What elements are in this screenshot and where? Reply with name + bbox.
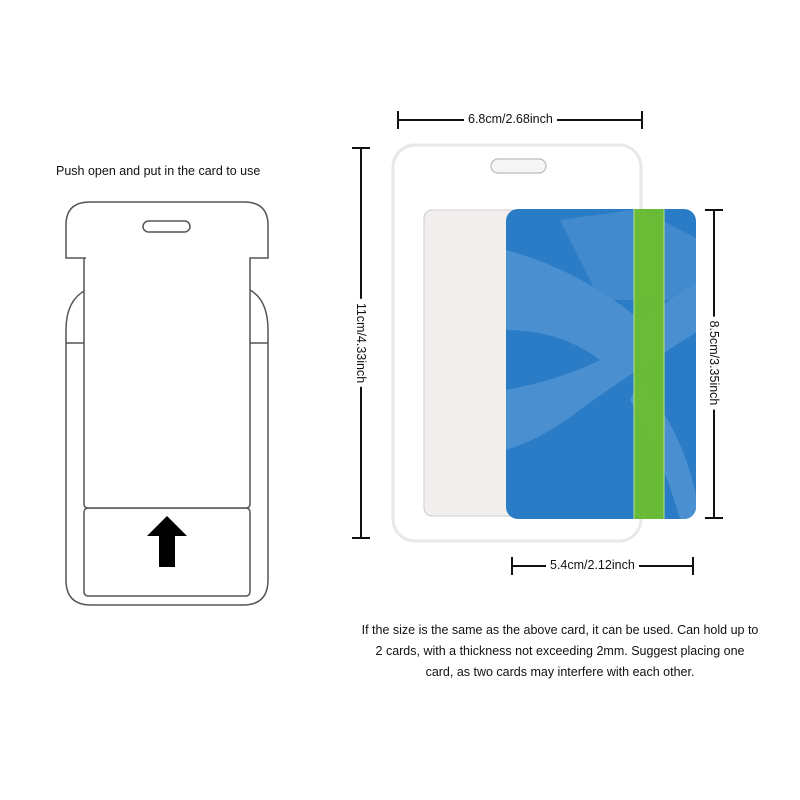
note-line: If the size is the same as the above car… xyxy=(361,623,759,637)
arrow-up-icon xyxy=(147,516,187,567)
holder-width-label: 6.8cm/2.68inch xyxy=(464,112,557,126)
lanyard-slot xyxy=(142,220,191,233)
green-stripe xyxy=(634,209,664,519)
holder-height-label: 11cm/4.33inch xyxy=(354,298,368,388)
usage-note: If the size is the same as the above car… xyxy=(340,620,780,683)
card-width-label: 5.4cm/2.12inch xyxy=(546,558,639,572)
holder-photo xyxy=(391,143,696,543)
instruction-label: Push open and put in the card to use xyxy=(52,164,265,178)
card-height-label: 8.5cm/3.35inch xyxy=(707,316,721,410)
sliding-card-insert xyxy=(65,201,269,509)
note-line: card, as two cards may interfere with ea… xyxy=(425,665,695,679)
note-line: 2 cards, with a thickness not exceeding … xyxy=(375,644,745,658)
